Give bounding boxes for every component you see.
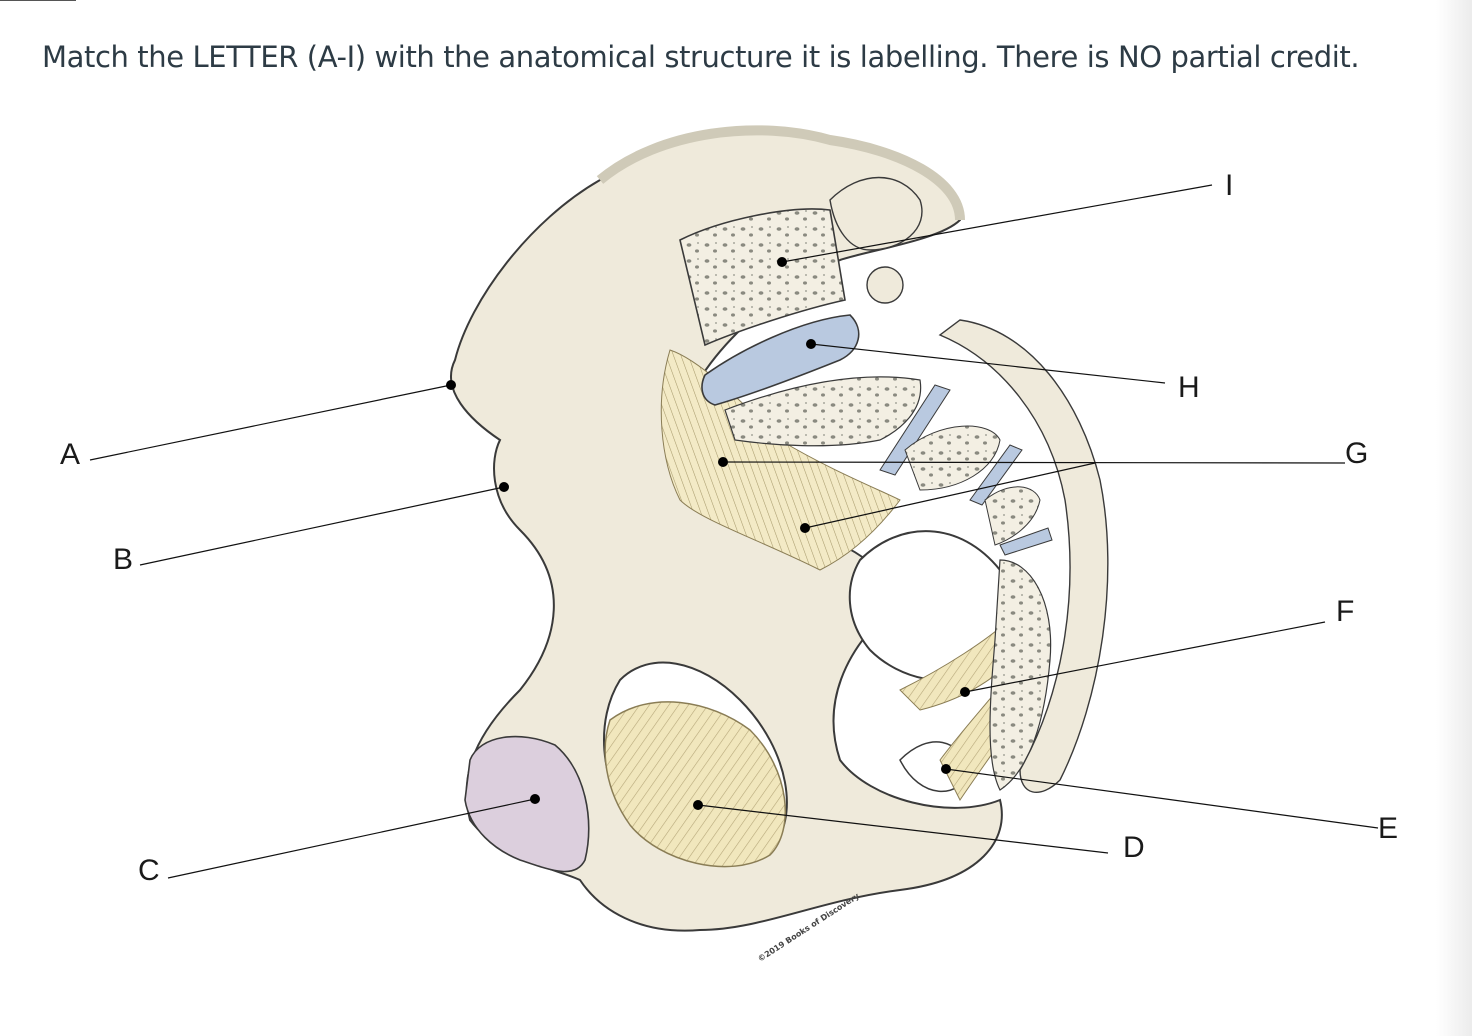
label-d: D (1123, 831, 1145, 864)
intervertebral-disc (701, 314, 860, 406)
lumbar-vertebra (679, 176, 923, 347)
question-instruction: Match the LETTER (A-I) with the anatomic… (42, 40, 1360, 74)
hip-bone (450, 125, 1003, 932)
label-e: E (1378, 812, 1398, 845)
label-b: B (113, 543, 133, 576)
label-c: C (138, 854, 160, 887)
label-a: A (60, 438, 80, 471)
label-i: I (1225, 169, 1233, 202)
obturator-foramen (603, 661, 788, 868)
pubic-symphysis-surface (464, 735, 590, 873)
obturator-membrane (604, 701, 786, 868)
page-edge-shadow (1436, 0, 1472, 1036)
label-f: F (1336, 595, 1354, 628)
label-points (446, 257, 970, 810)
label-g: G (1345, 437, 1368, 470)
leader-lines (89, 184, 1379, 879)
sacrum (724, 319, 1109, 793)
label-h: H (1178, 371, 1200, 404)
top-divider (0, 0, 76, 1)
